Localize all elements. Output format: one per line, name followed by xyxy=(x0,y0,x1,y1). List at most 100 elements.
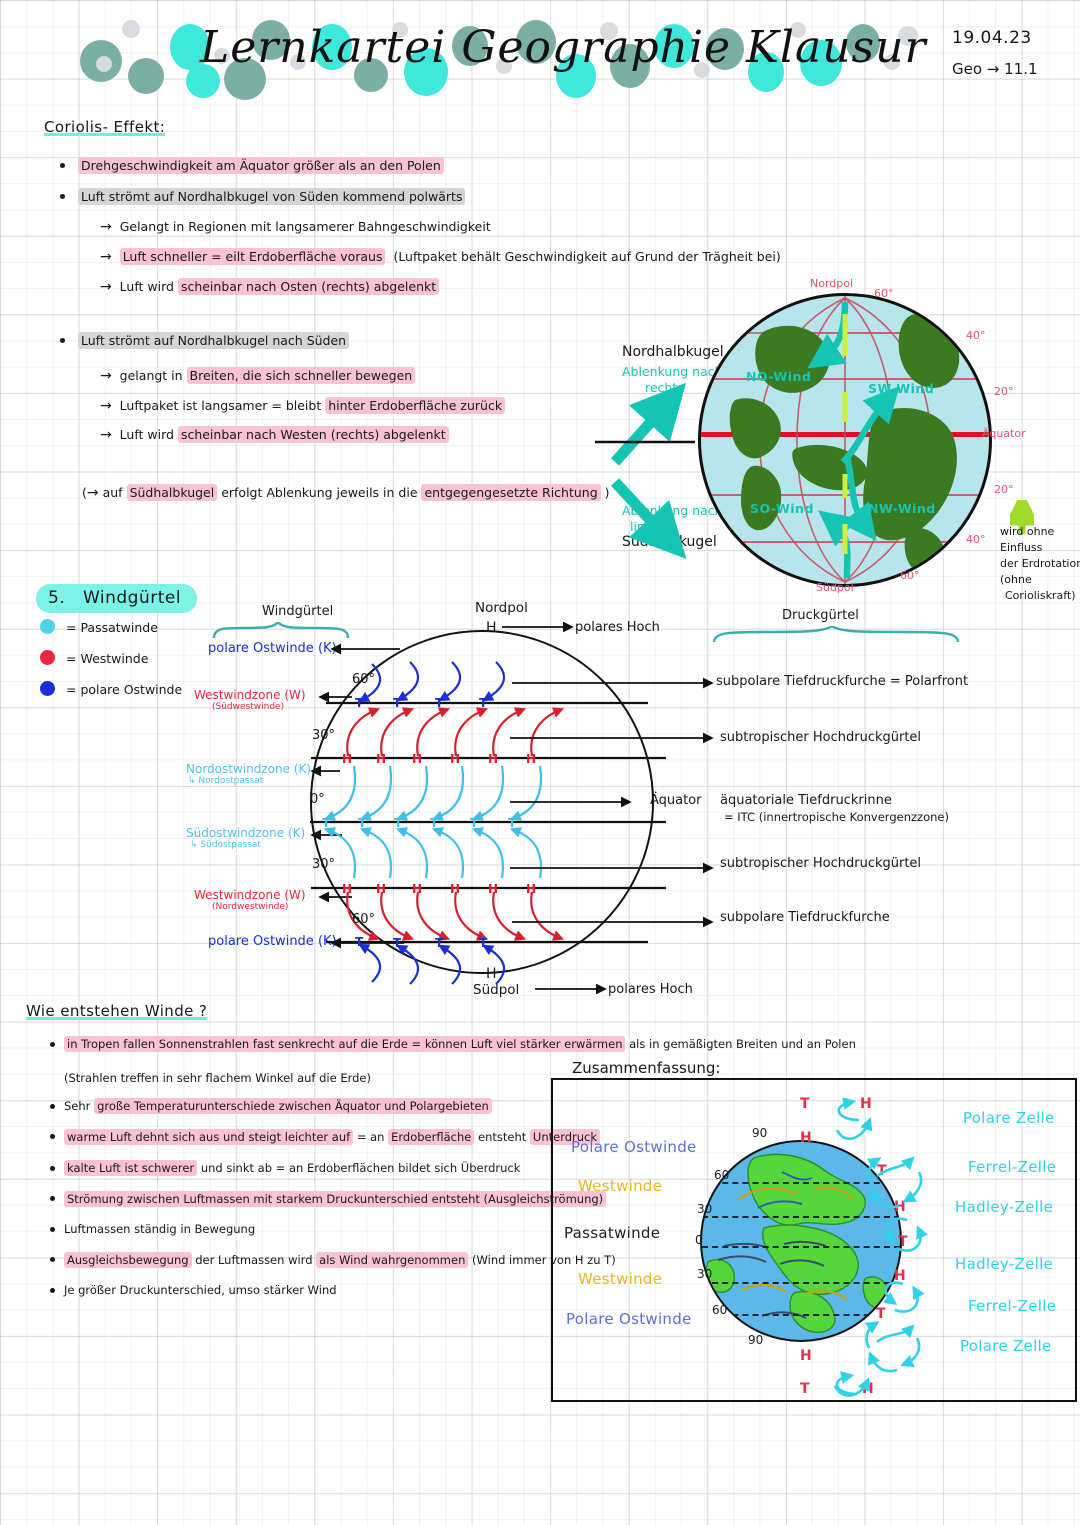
belt-left-sub-3: ↳ Südostpassat xyxy=(190,840,261,850)
deco-circle xyxy=(252,20,290,60)
deco-circle xyxy=(800,40,842,86)
bullet-marker xyxy=(60,338,65,343)
deco-circle xyxy=(610,44,650,88)
svg-text:H: H xyxy=(488,752,498,766)
svg-text:H: H xyxy=(450,752,460,766)
svg-text:H: H xyxy=(376,882,386,896)
deco-circle xyxy=(654,24,694,68)
bracket-label-druckguertel: Druckgürtel xyxy=(782,608,859,623)
globe-label-aequator: Äquator xyxy=(982,427,1026,440)
belt-left-label-5: polare Ostwinde (K) xyxy=(208,934,337,949)
side-note-line-1: wird ohne xyxy=(1000,525,1055,538)
coriolis-bullet-1: Drehgeschwindigkeit am Äquator größer al… xyxy=(78,157,444,174)
bullet-marker xyxy=(50,1042,55,1047)
z-mark-t-0: T xyxy=(800,1096,810,1112)
z-mark-t-4: T xyxy=(800,1381,810,1397)
belt-lat-30n: 30° xyxy=(312,728,336,743)
belt-lat-30s: 30° xyxy=(312,857,336,872)
deco-circle xyxy=(846,24,880,62)
z-mark-h-1: H xyxy=(800,1130,812,1146)
winde-bullet-0: in Tropen fallen Sonnenstrahlen fast sen… xyxy=(64,1036,856,1052)
belt-right-label-4: subtropischer Hochdruckgürtel xyxy=(720,856,922,871)
wind-label-nw: NW-Wind xyxy=(868,501,936,516)
zusammenfassung-heading: Zusammenfassung: xyxy=(572,1059,721,1077)
druckguertel-bracket xyxy=(712,626,960,643)
svg-text:T: T xyxy=(470,816,479,830)
globe-lat-20-south: 20° xyxy=(994,483,1014,496)
z-left-label-0: Polare Ostwinde xyxy=(571,1138,697,1156)
deco-circle xyxy=(392,22,408,38)
legend-dot-passatwinde xyxy=(40,619,55,634)
svg-text:T: T xyxy=(479,696,488,710)
globe-lat-40-north: 40° xyxy=(966,329,986,342)
z-lat-0: 0 xyxy=(695,1233,703,1247)
globe-label-deflection-right-line1: Ablenkung nach xyxy=(622,364,723,379)
deco-circle xyxy=(128,58,164,94)
zusammenfassung-globe xyxy=(700,1140,902,1342)
deco-circle xyxy=(354,58,388,92)
deco-circle xyxy=(790,22,806,38)
deco-circle xyxy=(170,24,210,70)
deflection-arrows xyxy=(595,382,695,559)
header-decoration-band xyxy=(0,18,1080,100)
belt-right-label-3: = ITC (innertropische Konvergenzzone) xyxy=(724,810,949,824)
z-mark-h-0: H xyxy=(860,1096,872,1112)
deco-circle xyxy=(452,26,488,66)
deco-circle xyxy=(496,58,512,74)
deco-circle xyxy=(898,26,918,46)
z-lat-30s: 30 xyxy=(697,1267,713,1281)
svg-text:H: H xyxy=(412,752,422,766)
coriolis-sub-5: → Luftpaket ist langsamer = bleibt hinte… xyxy=(100,397,506,416)
legend-label-passatwinde: = Passatwinde xyxy=(66,620,158,635)
belt-marker-h-north: H xyxy=(486,620,497,636)
deco-circle xyxy=(290,54,306,70)
wind-label-sw: SW-Wind xyxy=(868,381,935,396)
coriolis-heading: Coriolis- Effekt: xyxy=(44,118,166,136)
svg-text:H: H xyxy=(526,752,536,766)
winde-bullet-3: warme Luft dehnt sich aus und steigt lei… xyxy=(64,1129,601,1145)
coriolis-note: (→ auf Südhalbkugel erfolgt Ablenkung je… xyxy=(82,484,610,501)
deco-circle xyxy=(214,48,230,64)
coriolis-bullet-3: Luft strömt auf Nordhalbkugel nach Süden xyxy=(78,332,350,349)
bracket-label-windguertel: Windgürtel xyxy=(262,604,334,619)
z-mark-h-2: H xyxy=(894,1199,906,1215)
belt-left-label-4: Westwindzone (W) xyxy=(194,888,306,902)
winde-bullet-6: Luftmassen ständig in Bewegung xyxy=(64,1222,256,1236)
belt-arrow-south-pole xyxy=(535,984,607,994)
svg-text:T: T xyxy=(508,816,517,830)
z-cell-label-5: Polare Zelle xyxy=(960,1337,1052,1355)
svg-text:T: T xyxy=(355,696,364,710)
svg-text:T: T xyxy=(355,935,364,949)
globe-lat-40-south: 40° xyxy=(966,533,986,546)
svg-text:H: H xyxy=(342,882,352,896)
svg-text:H: H xyxy=(488,882,498,896)
belt-left-label-0: polare Ostwinde (K) xyxy=(208,641,337,656)
belt-right-label-2: äquatoriale Tiefdruckrinne xyxy=(720,793,892,808)
deco-circle xyxy=(748,52,784,92)
belt-label-suedpol: Südpol xyxy=(473,982,520,998)
bullet-marker xyxy=(50,1134,55,1139)
legend-label-westwinde: = Westwinde xyxy=(66,651,149,666)
belt-marker-h-south: H xyxy=(486,966,497,982)
svg-text:T: T xyxy=(430,816,439,830)
circulation-cell-arrows xyxy=(833,1098,929,1397)
deco-circle xyxy=(122,20,140,38)
globe-side-note: wird ohne Einfluss der Erdrotation (ohne… xyxy=(1000,524,1080,604)
belt-left-sub-4: (Nordwestwinde) xyxy=(212,902,289,912)
globe-label-suedpol: Südpol xyxy=(816,581,854,594)
bullet-marker xyxy=(50,1227,55,1232)
belt-left-sub-2: ↳ Nordostpassat xyxy=(188,776,264,786)
bullet-marker xyxy=(60,163,65,168)
globe-label-nordhalbkugel: Nordhalbkugel xyxy=(622,344,724,360)
z-cell-label-1: Ferrel-Zelle xyxy=(968,1158,1057,1176)
svg-text:T: T xyxy=(435,696,444,710)
page-title: Lernkartei Geographie Klausur xyxy=(200,22,927,73)
z-mark-t-3: T xyxy=(876,1306,886,1322)
svg-text:T: T xyxy=(393,696,402,710)
wind-label-no: NO-Wind xyxy=(746,369,812,384)
bullet-marker xyxy=(50,1196,55,1201)
svg-text:T: T xyxy=(435,936,444,950)
z-cell-label-0: Polare Zelle xyxy=(963,1109,1055,1127)
deco-circle xyxy=(96,56,112,72)
